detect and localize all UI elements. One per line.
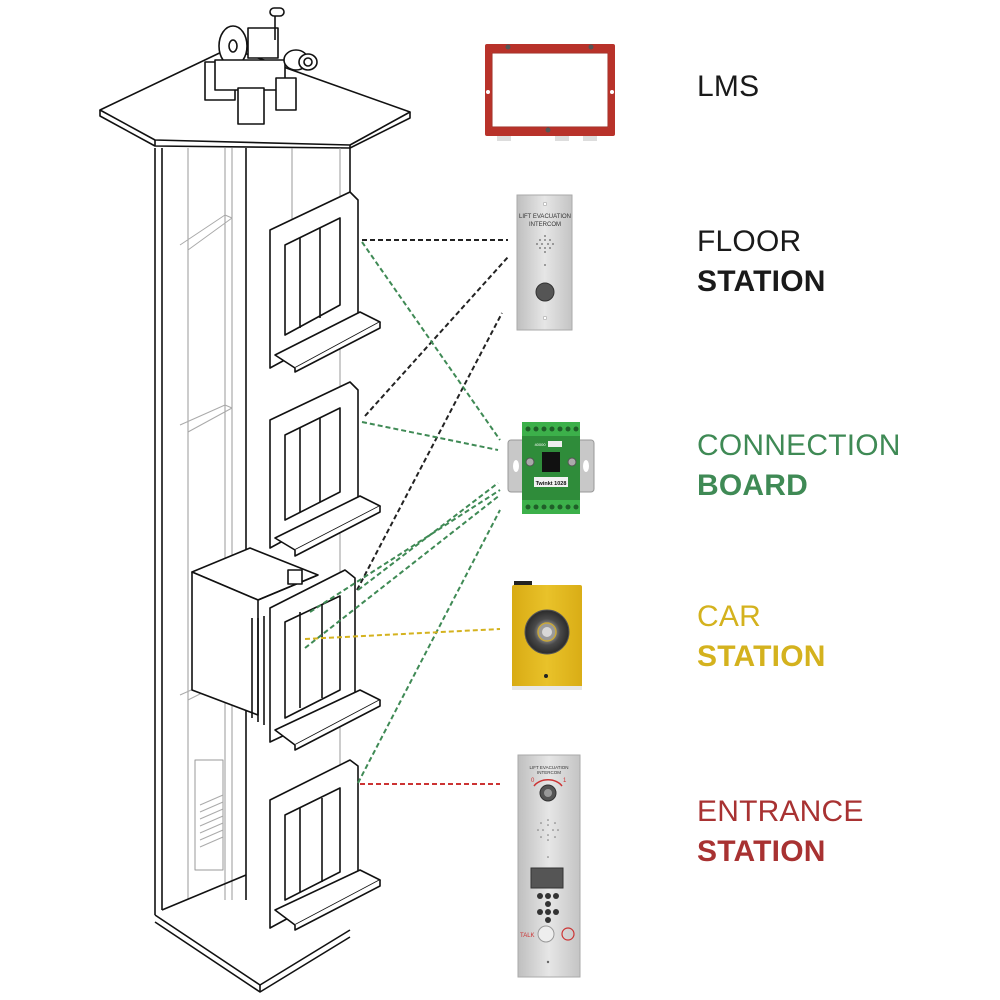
label-lms-line1: LMS	[697, 70, 760, 103]
landing-door-floor-1	[269, 191, 381, 373]
key-switch-off: 0	[531, 778, 535, 784]
wire-floor1-to-board	[361, 241, 501, 441]
wire-floor3-to-board-b	[309, 489, 501, 613]
wire-floor4-to-board	[357, 509, 501, 784]
speaker-grille-icon	[537, 819, 559, 858]
label-entrance-station: ENTRANCE STATION	[697, 792, 864, 872]
call-button-icon	[535, 282, 555, 302]
accessibility-icon	[561, 927, 575, 941]
landing-door-floor-3	[269, 569, 381, 751]
entrance-text-1: LIFT EVACUATION	[529, 765, 568, 770]
wire-car-to-car-station	[304, 628, 501, 640]
wire-floor2-to-floor-station	[364, 256, 509, 417]
label-lms: LMS	[697, 67, 759, 107]
elevator-shaft	[99, 7, 411, 993]
entrance-text-2: INTERCOM	[537, 770, 561, 775]
label-floor-station-line1: FLOOR	[697, 225, 802, 258]
talk-button-icon	[537, 925, 555, 943]
label-connection-board-line1: CONNECTION	[697, 429, 901, 462]
connection-lines	[304, 239, 509, 785]
lift-car	[191, 547, 319, 725]
speaker-grille-icon	[536, 235, 554, 266]
label-car-station-line2: STATION	[697, 640, 826, 673]
landing-door-floor-4	[269, 759, 381, 931]
display-screen	[530, 867, 564, 889]
shaft-base	[154, 874, 351, 993]
wire-floor2-to-board	[361, 421, 499, 451]
label-car-station: CAR STATION	[697, 597, 826, 677]
talk-label: TALK	[520, 933, 535, 939]
board-chip-text: 40000	[534, 442, 546, 447]
floor-station-device: LIFT EVACUATION INTERCOM	[516, 194, 573, 331]
label-entrance-station-line2: STATION	[697, 835, 826, 868]
floor-panel-text-2: INTERCOM	[529, 222, 561, 228]
label-car-station-line1: CAR	[697, 600, 761, 633]
label-floor-station-line2: STATION	[697, 265, 826, 298]
label-connection-board-line2: BOARD	[697, 469, 808, 502]
key-switch-on: 1	[563, 778, 567, 784]
wire-floor3-to-floor-station	[356, 312, 503, 591]
connection-board-device: 40000 Twinkt 1028	[507, 422, 595, 514]
lms-device	[485, 44, 615, 141]
label-floor-station: FLOOR STATION	[697, 222, 826, 302]
label-entrance-station-line1: ENTRANCE	[697, 795, 864, 828]
floor-panel-text-1: LIFT EVACUATION	[519, 214, 571, 220]
wire-car-to-board	[304, 494, 501, 649]
counterweight-icon	[194, 759, 224, 871]
landing-door-floor-2	[269, 381, 381, 557]
keypad-icon	[537, 893, 559, 923]
lift-motor-icon	[204, 7, 318, 125]
board-label-text: Twinkt 1028	[536, 481, 567, 487]
car-station-device	[512, 581, 582, 690]
label-connection-board: CONNECTION BOARD	[697, 426, 901, 506]
entrance-station-device: LIFT EVACUATION INTERCOM 0 1 TALK	[517, 754, 581, 978]
